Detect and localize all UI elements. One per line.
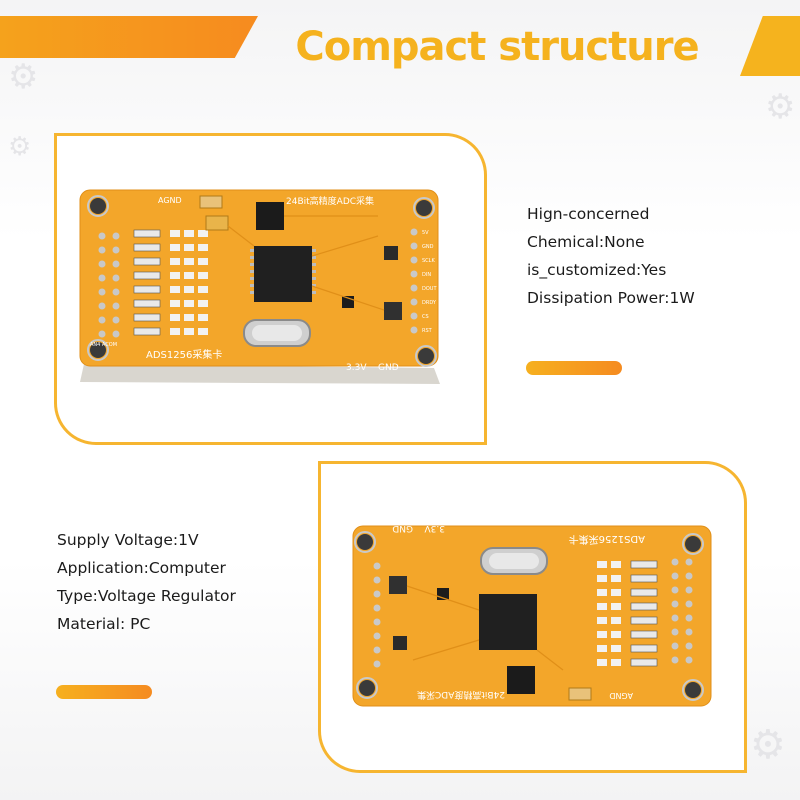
pcb-pin-label: SCLK xyxy=(422,258,435,264)
pcb-pin-label: RST xyxy=(422,328,433,334)
spec-item: Dissipation Power:1W xyxy=(527,289,695,307)
spec-item: Material: PC xyxy=(57,615,151,633)
pcb-label-agnd: AGND xyxy=(609,691,633,700)
spec-item: Supply Voltage:1V xyxy=(57,531,199,549)
gear-icon: ⚙ xyxy=(8,57,39,97)
pcb-label-gnd: GND xyxy=(378,363,399,373)
pcb-image-rotated: 24Bit高精度ADC采集 ADS1256采集卡 3.3V GND AGND xyxy=(343,510,713,710)
pcb-image-front: 24Bit高精度ADC采集 AGND ADS1256采集卡 3.3V GND A… xyxy=(78,186,448,386)
pcb-label-3v3: 3.3V xyxy=(424,523,445,533)
spec-item: Type:Voltage Regulator xyxy=(57,587,236,605)
pcb-pin-label: GND xyxy=(422,244,434,250)
pcb-silkscreen-model: ADS1256采集卡 xyxy=(146,348,222,361)
pcb-label-3v3: 3.3V xyxy=(346,363,367,373)
gear-icon: ⚙ xyxy=(750,722,786,768)
accent-pill xyxy=(56,685,152,699)
pcb-silkscreen-title: 24Bit高精度ADC采集 xyxy=(286,195,374,207)
header-banner-left xyxy=(0,16,258,58)
pcb-label-gnd: GND xyxy=(392,523,413,533)
spec-list-right: Hign-concerned Chemical:None is_customiz… xyxy=(527,200,695,312)
gear-icon: ⚙ xyxy=(8,132,32,162)
spec-item: Chemical:None xyxy=(527,233,645,251)
spec-item: Hign-concerned xyxy=(527,205,650,223)
spec-list-left: Supply Voltage:1V Application:Computer T… xyxy=(57,526,236,638)
gear-icon: ⚙ xyxy=(765,87,796,127)
pcb-pin-label: CS xyxy=(422,314,429,320)
pcb-silkscreen-title: 24Bit高精度ADC采集 xyxy=(417,689,505,701)
pcb-silkscreen-model: ADS1256采集卡 xyxy=(569,533,645,546)
spec-item: Application:Computer xyxy=(57,559,226,577)
pcb-label-agnd: AGND xyxy=(158,196,182,205)
pcb-pin-label: DIN xyxy=(422,272,431,278)
accent-pill xyxy=(526,361,622,375)
spec-item: is_customized:Yes xyxy=(527,261,667,279)
pcb-pin-label: DOUT xyxy=(422,286,437,292)
pcb-label-ain: AN4 ACOM xyxy=(90,342,117,348)
pcb-pin-label: DRDY xyxy=(422,300,437,306)
page-title: Compact structure xyxy=(295,24,699,70)
pcb-pin-label: 5V xyxy=(422,230,429,236)
